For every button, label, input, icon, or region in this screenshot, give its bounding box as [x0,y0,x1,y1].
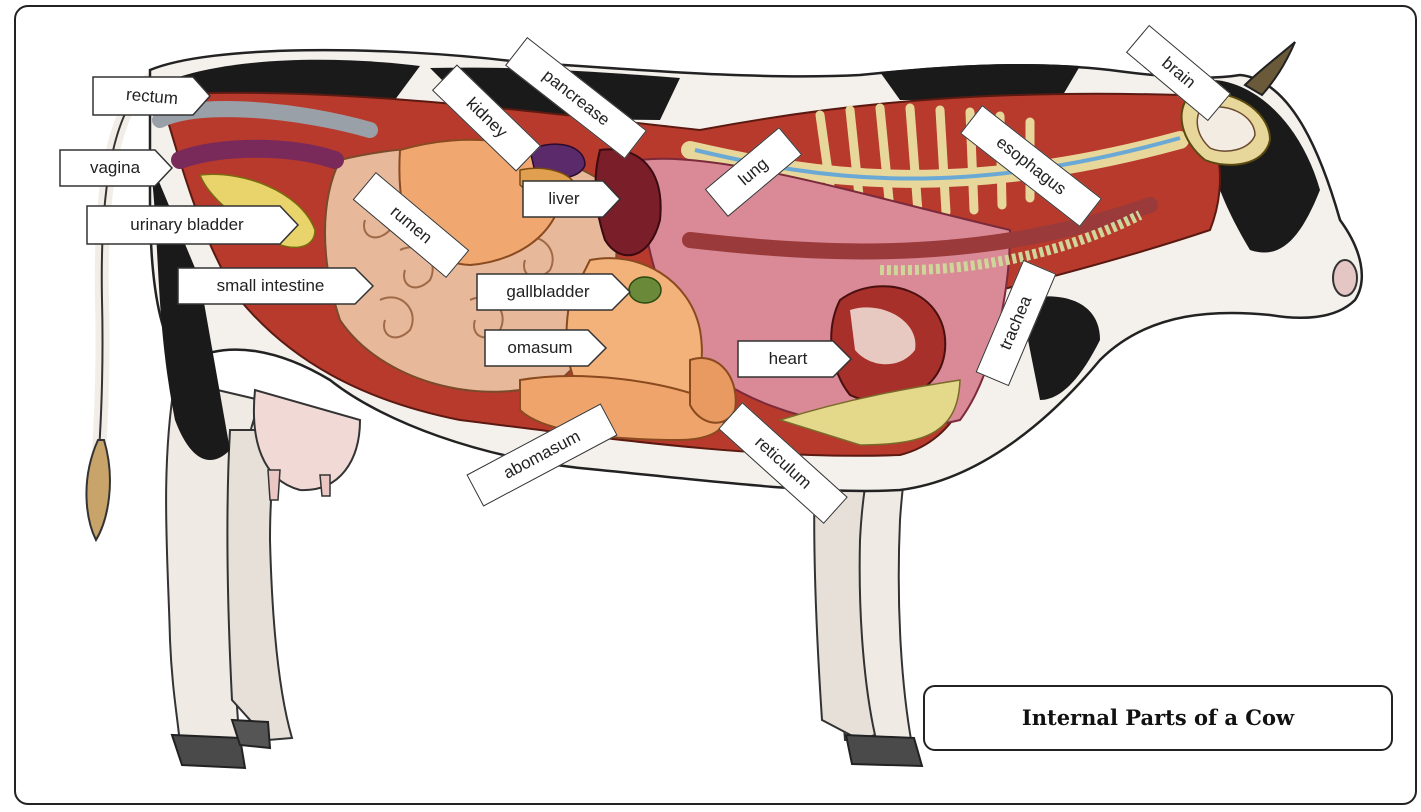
eye [1266,159,1294,181]
hoof [172,735,245,768]
diagram-title: Internal Parts of a Cow [925,687,1391,749]
label-small-intestine: small intestine [178,269,363,303]
nose [1333,260,1357,296]
label-urinary-bladder: urinary bladder [87,208,287,242]
title-box: Internal Parts of a Cow [923,685,1393,751]
label-omasum: omasum [485,331,595,365]
label-vagina: vagina [60,151,170,185]
label-gallbladder: gallbladder [477,275,619,309]
tail-tuft [86,440,109,540]
gallbladder-shape [629,277,661,303]
cow-tail [86,80,150,540]
hoof [846,735,922,766]
label-liver: liver [523,182,605,216]
label-heart: heart [738,342,838,376]
